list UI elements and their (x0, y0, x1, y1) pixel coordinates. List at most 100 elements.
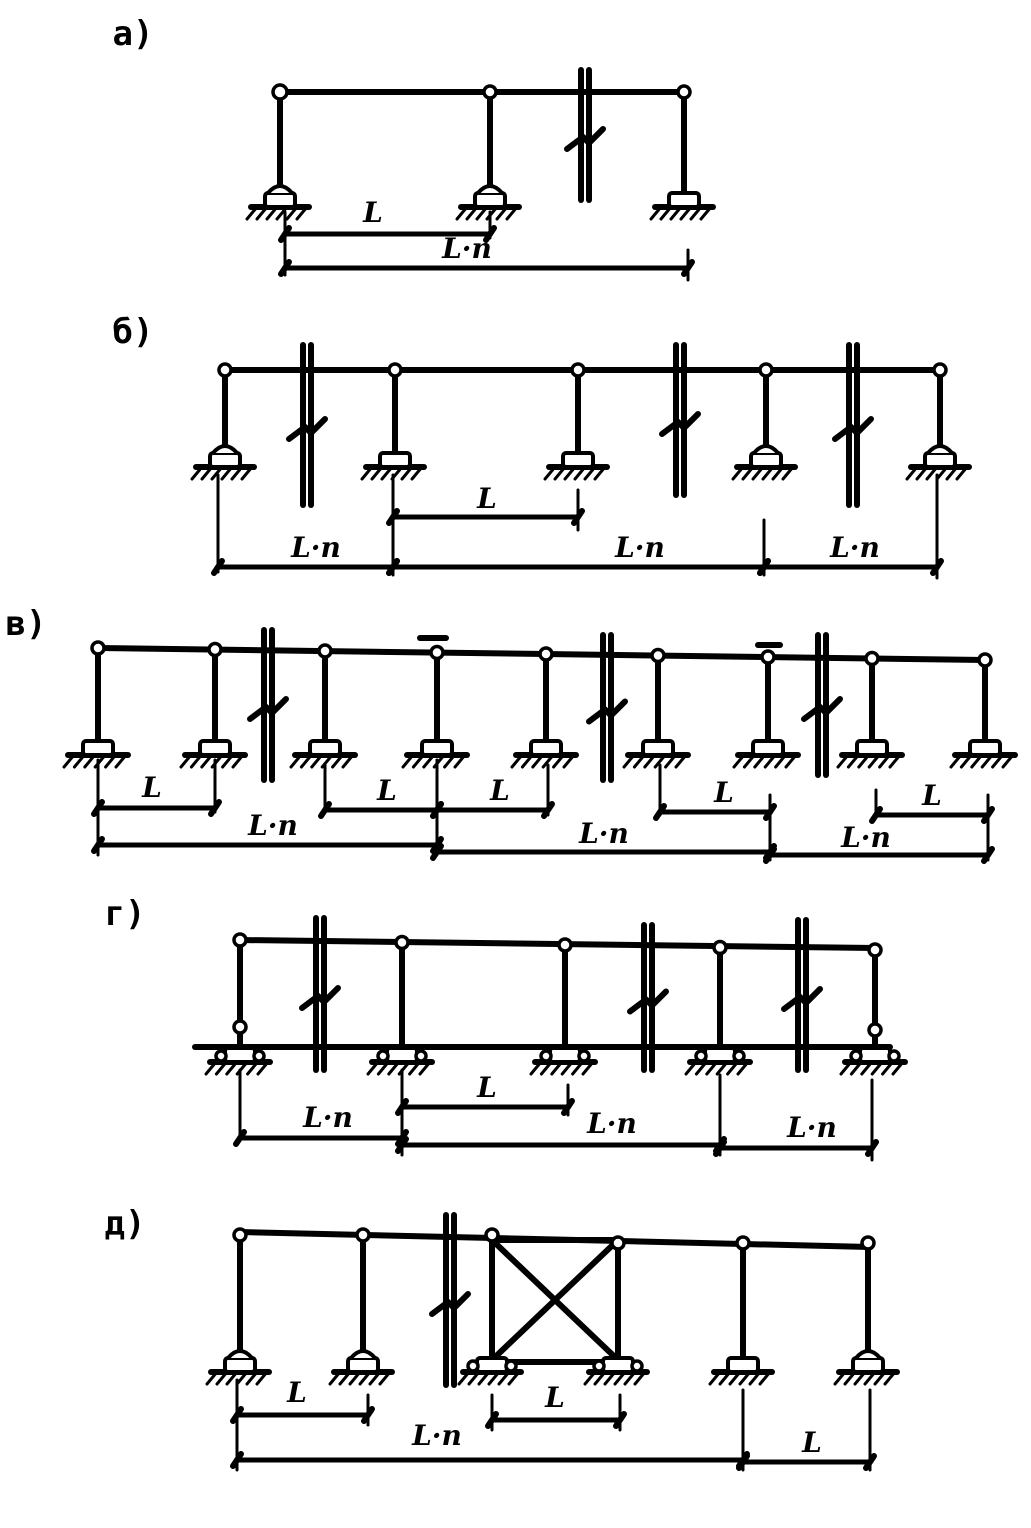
hinge-joint (232, 932, 248, 948)
support-base (198, 739, 232, 757)
dimension-tick (233, 1129, 247, 1147)
support-base (548, 1046, 582, 1064)
support-base (855, 739, 889, 757)
dimension-tick (230, 1406, 244, 1424)
ground-hatch (883, 1370, 897, 1386)
break-zigzag (247, 704, 269, 722)
dimension-tick (713, 1139, 727, 1157)
ground-hatch (299, 753, 313, 769)
break-zigzag (586, 126, 606, 146)
ground-hatch (360, 465, 374, 481)
column-hinge (867, 1022, 883, 1038)
ground-hatch (891, 1060, 905, 1076)
ground-hatch (836, 753, 850, 769)
dimension-tick (91, 799, 105, 817)
ground-hatch (455, 205, 469, 221)
ground-hatch (289, 753, 303, 769)
ground-hatch (684, 1060, 698, 1076)
support-base (385, 1046, 419, 1064)
ground-hatch (285, 205, 299, 221)
support-cap (476, 184, 504, 195)
dimension-tick (681, 259, 695, 277)
dimension-label: L·n (441, 232, 492, 265)
hinge-joint (650, 647, 666, 664)
hinge-joint (482, 84, 498, 100)
ground-hatch (583, 1370, 597, 1386)
ground-hatch (726, 1060, 740, 1076)
dimension-tick (930, 558, 944, 576)
ground-hatch (784, 753, 798, 769)
dimension-label: L (801, 1426, 822, 1459)
dimension-label: L·n (302, 1101, 353, 1134)
roller (376, 1049, 390, 1063)
ground-hatch (593, 465, 607, 481)
dimension-tick (386, 508, 400, 526)
ground-hatch (736, 1060, 750, 1076)
dimension-label: L (544, 1381, 565, 1414)
support-cap (211, 444, 239, 455)
ground-hatch (505, 205, 519, 221)
dimension-tick (561, 1098, 575, 1116)
ground-hatch (915, 465, 929, 481)
support-base (667, 191, 701, 209)
hinge-joint (90, 640, 106, 656)
ground-hatch (553, 465, 567, 481)
hinge-joint (864, 650, 880, 667)
ground-hatch (215, 1370, 229, 1386)
ground-hatch (410, 465, 424, 481)
ground-hatch (190, 465, 204, 481)
dimension-label: L·n (586, 1107, 637, 1140)
dimension-label: L·n (614, 531, 665, 564)
ground-hatch (959, 753, 973, 769)
ground-hatch (467, 1370, 481, 1386)
dimension-tick (211, 558, 225, 576)
ground-hatch (774, 753, 788, 769)
panel-label-a: а) (113, 14, 154, 54)
support-base (561, 451, 595, 469)
support-cap (266, 184, 294, 195)
break-zigzag (308, 416, 328, 436)
dimension-tick (361, 1406, 375, 1424)
dimension-tick (869, 806, 883, 824)
panel-label-d: д) (105, 1204, 146, 1244)
ground-hatch (510, 753, 524, 769)
support-base (420, 739, 454, 757)
hinge-joint (207, 641, 223, 658)
dimension-tick (483, 225, 497, 243)
break-zigzag (681, 411, 701, 431)
dimension-tick (981, 806, 995, 824)
hinge-joint (394, 934, 410, 951)
ground-hatch (72, 753, 86, 769)
hinge-joint (735, 1235, 751, 1251)
ground-hatch (633, 1370, 647, 1386)
support-cap (349, 1349, 377, 1360)
ground-hatch (411, 753, 425, 769)
dimension-label: L (286, 1376, 307, 1409)
ground-hatch (583, 465, 597, 481)
ground-hatch (368, 1370, 382, 1386)
break-zigzag (586, 706, 608, 725)
support-cap (226, 1349, 254, 1360)
support-cap (752, 444, 780, 455)
ground-hatch (674, 753, 688, 769)
support-base (749, 451, 783, 469)
ground-hatch (114, 753, 128, 769)
support-base (851, 1356, 885, 1374)
ground-hatch (370, 465, 384, 481)
ground-hatch (708, 1370, 722, 1386)
ground-hatch (376, 1060, 390, 1076)
ground-hatch (593, 1370, 607, 1386)
ground-hatch (378, 1370, 392, 1386)
brace-diagonal (489, 1237, 621, 1363)
ground-hatch (408, 1060, 422, 1076)
dimension-label: L (921, 779, 942, 812)
ground-hatch (623, 1370, 637, 1386)
dimension-label: L (141, 771, 162, 804)
ground-hatch (742, 753, 756, 769)
dimension-label: L (476, 482, 497, 515)
dimension-tick (865, 1139, 879, 1157)
ground-hatch (649, 205, 663, 221)
dimension-tick (386, 558, 400, 576)
break-zigzag (659, 419, 681, 437)
